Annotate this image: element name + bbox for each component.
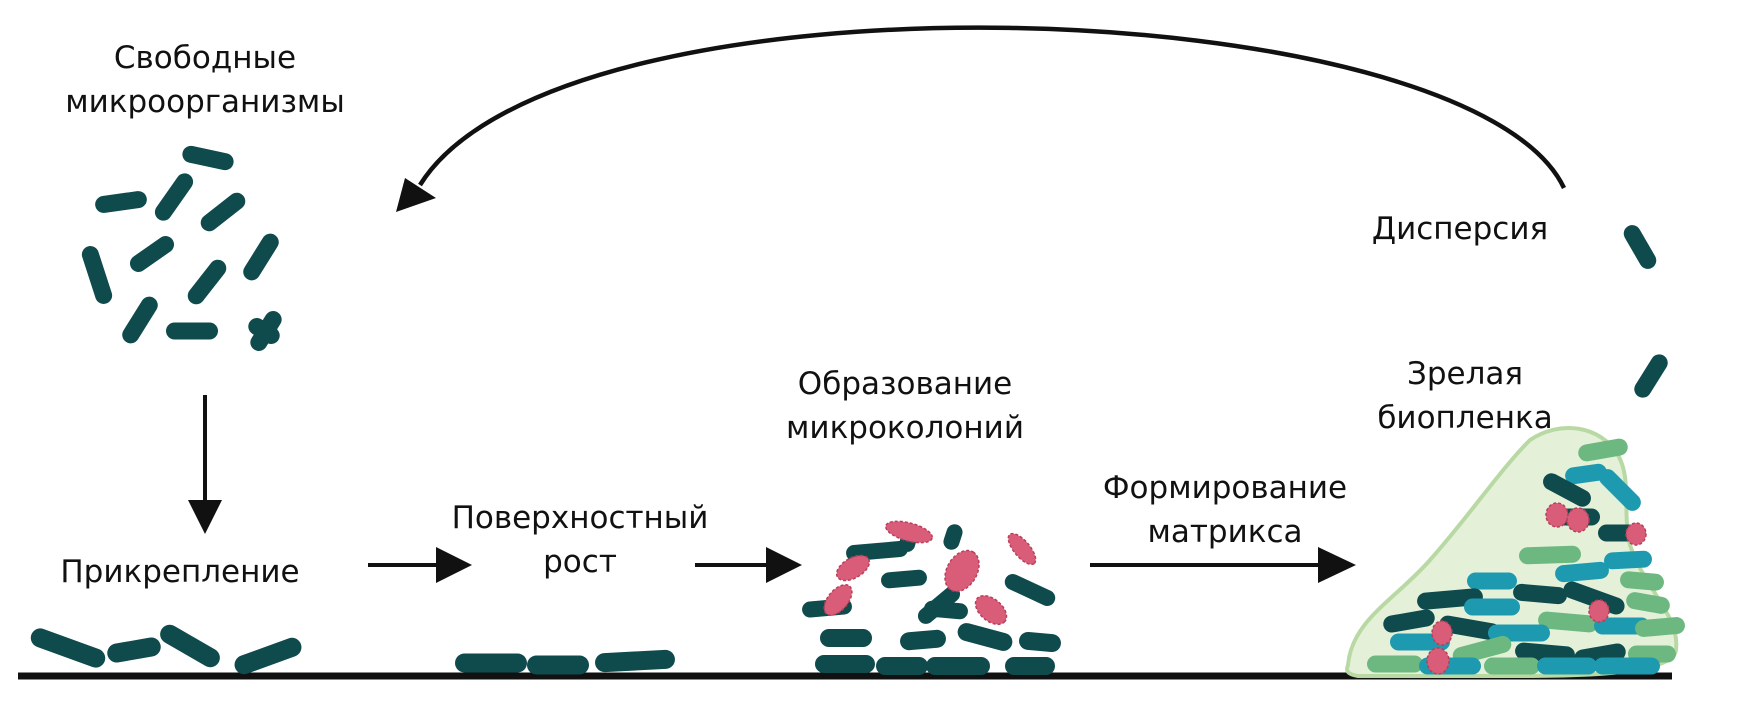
biofilm-pink-cell xyxy=(1431,620,1453,646)
free-bacterium xyxy=(243,233,279,281)
biofilm-bacterium xyxy=(1620,571,1664,591)
microcolony-pink-cell xyxy=(1007,532,1037,566)
microcolony-pink-cell xyxy=(884,520,934,544)
biofilm-bacterium xyxy=(1565,463,1607,485)
microcolony-bacterium xyxy=(881,569,927,589)
biofilm-pink-cell xyxy=(1566,507,1590,533)
label-surface-growth: Поверхностный рост xyxy=(430,496,730,584)
microcolony-pink-cell xyxy=(835,554,871,582)
bacteria-group xyxy=(30,145,1685,675)
microcolony-pink-cell xyxy=(974,594,1008,626)
biofilm-bacterium xyxy=(1464,598,1520,616)
biofilm-bacterium xyxy=(1519,545,1581,565)
label-free-line1: Свободные xyxy=(113,40,297,76)
matrix-arrow-icon xyxy=(1090,547,1356,583)
label-matrix-line1: Формирование xyxy=(1102,470,1348,506)
microcolony-bacterium xyxy=(900,629,946,651)
biofilm-bacterium xyxy=(1626,592,1670,614)
surface-growth-arrow-icon xyxy=(368,547,472,583)
free-bacterium xyxy=(200,192,246,232)
dispersed-bacterium xyxy=(1623,225,1657,269)
microcolony-pink-cell xyxy=(944,549,980,593)
label-dispersion-line1: Дисперсия xyxy=(1371,211,1549,247)
microcolony-bacterium xyxy=(924,600,968,620)
biofilm-pink-cell xyxy=(1625,522,1647,546)
microcolony-bacterium xyxy=(815,655,875,673)
label-mature-line2: биопленка xyxy=(1377,400,1553,436)
free-bacterium xyxy=(122,296,158,344)
attached-bacterium xyxy=(234,637,302,675)
biofilm-bacterium xyxy=(1383,609,1435,633)
attached-bacterium xyxy=(160,624,220,668)
label-free-line2: микроорганизмы xyxy=(65,84,345,120)
biofilm-pink-cell xyxy=(1426,647,1450,675)
microcolony-bacterium xyxy=(820,629,872,647)
biofilm-bacterium xyxy=(1538,611,1598,633)
microcolony-bacterium xyxy=(943,524,963,550)
free-bacterium xyxy=(182,145,234,171)
label-matrix-line2: матрикса xyxy=(1147,514,1303,550)
biofilm-bacterium xyxy=(1367,655,1423,673)
biofilm-pink-cell xyxy=(1545,502,1569,528)
biofilm-bacterium xyxy=(1484,657,1540,675)
label-free-microorganisms: Свободные микроорганизмы xyxy=(40,36,370,124)
free-bacterium xyxy=(166,322,218,340)
biofilm-bacterium xyxy=(1599,469,1641,511)
biofilm-bacterium xyxy=(1635,617,1685,637)
label-surface-growth-line2: рост xyxy=(543,544,617,580)
microcolony-bacterium xyxy=(876,657,928,675)
biofilm-bacterium xyxy=(1439,615,1501,641)
surface-bacterium xyxy=(455,653,527,673)
label-dispersion: Дисперсия xyxy=(1340,207,1580,251)
surface-bacterium xyxy=(527,655,589,675)
attached-bacterium xyxy=(107,637,161,663)
microcolony-arrow-icon xyxy=(695,547,802,583)
label-attachment-line1: Прикрепление xyxy=(60,554,300,590)
biofilm-bacterium xyxy=(1555,561,1609,583)
microcolony-bacterium xyxy=(957,623,1013,651)
microcolony-bacterium xyxy=(926,657,990,675)
biofilm-bacterium xyxy=(1594,657,1660,675)
surface-bacterium xyxy=(595,649,675,673)
free-bacterium xyxy=(95,191,147,213)
microcolony-bacterium xyxy=(1019,631,1061,653)
free-bacterium xyxy=(248,317,280,345)
biofilm-bacterium xyxy=(1537,657,1597,675)
label-attachment: Прикрепление xyxy=(30,550,330,594)
free-bacterium xyxy=(187,259,227,305)
free-bacterium xyxy=(154,173,194,221)
dispersion-curved-arrow-icon xyxy=(396,25,1567,212)
label-microcolony-formation: Образование микроколоний xyxy=(745,362,1065,450)
free-bacterium xyxy=(129,236,175,272)
biofilm-bacterium xyxy=(1578,438,1628,462)
biofilm-bacterium xyxy=(1467,572,1517,590)
label-mature-line1: Зрелая xyxy=(1406,356,1524,392)
label-microcolony-line2: микроколоний xyxy=(786,410,1024,446)
dispersed-bacterium xyxy=(1634,354,1668,398)
biofilm-bacterium xyxy=(1604,550,1652,570)
biofilm-bacterium xyxy=(1563,581,1625,615)
biofilm-bacterium xyxy=(1452,635,1512,665)
biofilm-bacterium xyxy=(1513,583,1567,605)
label-microcolony-line1: Образование xyxy=(797,366,1013,402)
microcolony-bacterium xyxy=(1004,573,1056,607)
free-bacterium xyxy=(81,246,113,304)
attachment-arrow-icon xyxy=(188,395,222,534)
label-mature-biofilm: Зрелая биопленка xyxy=(1345,352,1585,440)
label-matrix-formation: Формирование матрикса xyxy=(1075,466,1375,554)
attached-bacterium xyxy=(30,628,106,668)
label-surface-growth-line1: Поверхностный xyxy=(451,500,709,536)
microcolony-pink-cell xyxy=(823,584,853,616)
microcolony-bacterium xyxy=(1005,657,1055,675)
biofilm-bacterium xyxy=(1543,473,1591,507)
biofilm-pink-cell xyxy=(1588,599,1610,623)
